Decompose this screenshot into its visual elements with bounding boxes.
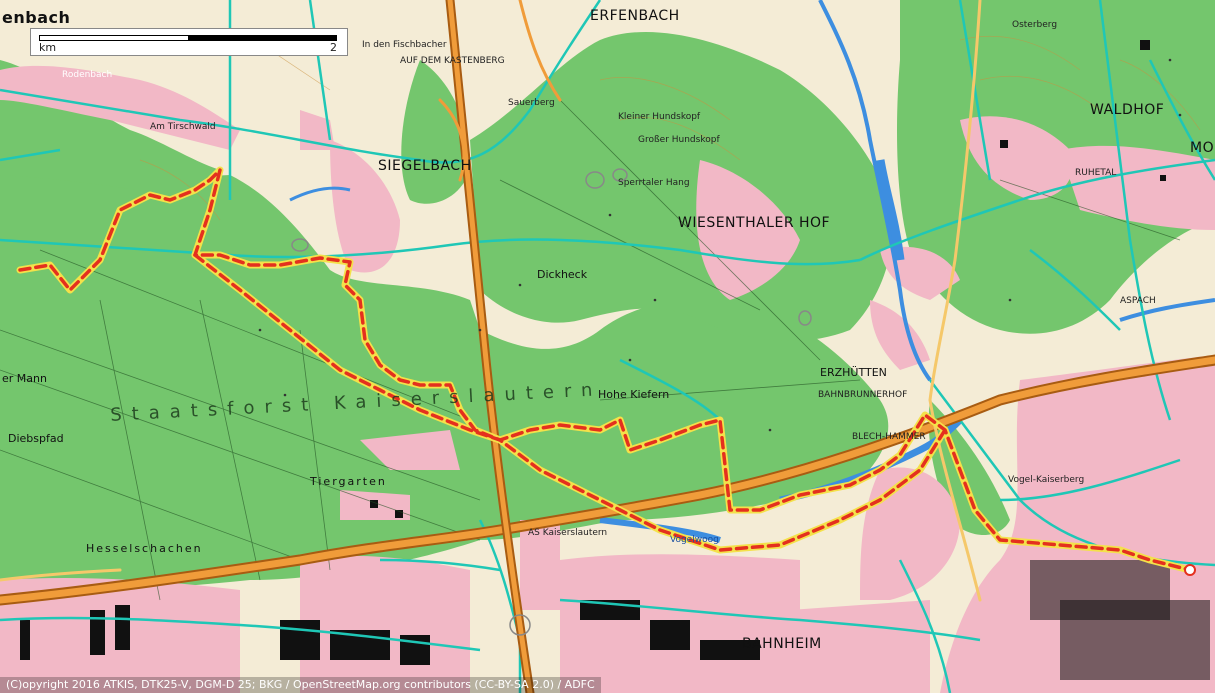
forest-siegelbach-east xyxy=(401,60,470,204)
scale-max-label: 2 xyxy=(330,41,337,54)
label-sauerberg: Sauerberg xyxy=(508,98,555,108)
label-grosser-hundskopf: Großer Hundskopf xyxy=(638,135,720,145)
label-bahnbrunnerhof: BAHNBRUNNERHOF xyxy=(818,390,908,400)
label-hohe-kiefern: Hohe Kiefern xyxy=(598,388,670,401)
label-blechhammer: BLECH-HAMMER xyxy=(852,432,926,442)
label-waldhof: WALDHOF xyxy=(1090,102,1165,118)
junction-rings xyxy=(291,168,812,636)
label-auf-dem-kastenberg: AUF DEM KASTENBERG xyxy=(400,56,505,66)
route-red-outer xyxy=(18,168,1192,572)
route[interactable] xyxy=(16,166,1196,576)
buildings xyxy=(20,40,1210,680)
label-vogel-kaiserberg: Vogel-Kaiserberg xyxy=(1008,475,1085,485)
label-tiergarten: Tiergarten xyxy=(310,475,387,488)
scale-unit-label: km xyxy=(39,41,57,54)
contours xyxy=(139,29,1201,221)
label-enbach: enbach xyxy=(2,8,71,27)
label-osterberg: Osterberg xyxy=(1012,20,1058,30)
spot-heights xyxy=(258,58,1182,432)
label-in-den-fischbacher: In den Fischbacher xyxy=(362,40,447,50)
label-aspach: ASPACH xyxy=(1120,296,1156,306)
route-red-inner xyxy=(193,253,947,552)
label-wiesenthaler-hof: WIESENTHALER HOF xyxy=(678,215,831,231)
forest-west xyxy=(0,160,889,600)
label-vogelwoog: Vogelwoog xyxy=(670,535,719,545)
label-erzhutten: ERZHÜTTEN xyxy=(820,366,887,379)
label-as-kaiserslautern: AS Kaiserslautern xyxy=(528,528,608,538)
scale-bar: km 2 xyxy=(30,28,348,56)
label-dickheck: Dickheck xyxy=(537,268,588,281)
label-diebspfad: Diebspfad xyxy=(8,432,64,445)
label-siegelbach: SIEGELBACH xyxy=(378,158,472,174)
map-attribution: (C)opyright 2016 ATKIS, DTK25-V, DGM-D 2… xyxy=(0,677,601,693)
label-erfenbach: ERFENBACH xyxy=(590,8,680,24)
scale-bar-line xyxy=(39,35,337,41)
label-bahnheim: BAHNHEIM xyxy=(742,636,822,652)
label-kleiner-hundskopf: Kleiner Hundskopf xyxy=(618,112,701,122)
label-rodenbach: Rodenbach xyxy=(62,70,113,80)
label-hesselschachen: Hesselschachen xyxy=(86,542,203,555)
label-am-tirschwald: Am Tirschwald xyxy=(150,122,216,132)
label-sperrtaler-hang: Sperrtaler Hang xyxy=(618,178,690,188)
label-mo: MO xyxy=(1190,140,1215,156)
label-ruhetal: RUHETAL xyxy=(1075,168,1117,178)
label-er-mann: er Mann xyxy=(2,372,47,385)
scale-bar-filled xyxy=(188,36,336,40)
route-end-marker[interactable] xyxy=(1184,564,1196,576)
